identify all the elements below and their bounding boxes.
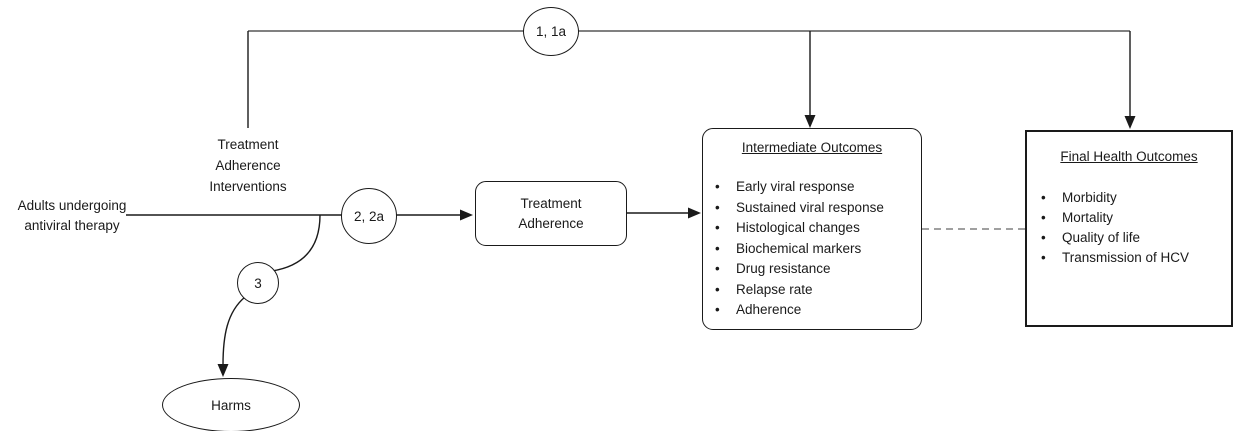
final-health-outcomes-list: Morbidity Mortality Quality of life Tran… <box>1027 188 1231 268</box>
list-item: Morbidity <box>1041 188 1231 208</box>
intermediate-outcomes-box: Intermediate Outcomes Early viral respon… <box>702 128 922 330</box>
list-item: Relapse rate <box>715 280 921 301</box>
kq1-circle-label: 1, 1a <box>535 24 567 39</box>
harms-ellipse: Harms <box>162 378 300 431</box>
arrowhead-down-final <box>1124 116 1136 129</box>
interventions-label: Treatment Adherence Interventions <box>178 134 318 197</box>
kq3-circle-label: 3 <box>254 275 262 291</box>
harms-label: Harms <box>211 397 251 413</box>
kq3-branch-curve <box>271 214 321 272</box>
treatment-adherence-box-line2: Adherence <box>518 215 584 231</box>
list-item: Early viral response <box>715 177 921 198</box>
interventions-label-line1: Treatment <box>217 137 279 152</box>
kq3-to-harms-curve <box>222 296 246 366</box>
population-label-line2: antiviral therapy <box>24 218 120 233</box>
arrowhead-right-adherence-box <box>460 209 473 221</box>
list-item: Mortality <box>1041 208 1231 228</box>
population-label-line1: Adults undergoing <box>17 198 127 213</box>
interventions-label-line2: Adherence <box>215 158 281 173</box>
arrowhead-down-harms <box>217 364 229 377</box>
list-item: Sustained viral response <box>715 198 921 219</box>
kq2-circle: 2, 2a <box>341 188 397 244</box>
list-item: Adherence <box>715 300 921 321</box>
arrowhead-down-intermediate <box>804 115 816 128</box>
final-health-outcomes-title: Final Health Outcomes <box>1060 149 1198 164</box>
arrowhead-right-intermediate-box <box>688 207 701 219</box>
intermediate-outcomes-list: Early viral response Sustained viral res… <box>703 177 921 321</box>
kq2-circle-label: 2, 2a <box>353 208 385 224</box>
list-item: Transmission of HCV <box>1041 248 1231 268</box>
list-item: Biochemical markers <box>715 239 921 260</box>
treatment-adherence-box-line1: Treatment <box>520 195 582 211</box>
list-item: Quality of life <box>1041 228 1231 248</box>
interventions-label-line3: Interventions <box>209 179 287 194</box>
list-item: Histological changes <box>715 218 921 239</box>
intermediate-outcomes-title: Intermediate Outcomes <box>741 140 883 155</box>
kq1-circle: 1, 1a <box>523 7 579 56</box>
population-label: Adults undergoing antiviral therapy <box>2 196 142 236</box>
list-item: Drug resistance <box>715 259 921 280</box>
treatment-adherence-box: Treatment Adherence <box>475 181 627 246</box>
kq3-circle: 3 <box>237 262 279 304</box>
final-health-outcomes-box: Final Health Outcomes Morbidity Mortalit… <box>1025 130 1233 327</box>
